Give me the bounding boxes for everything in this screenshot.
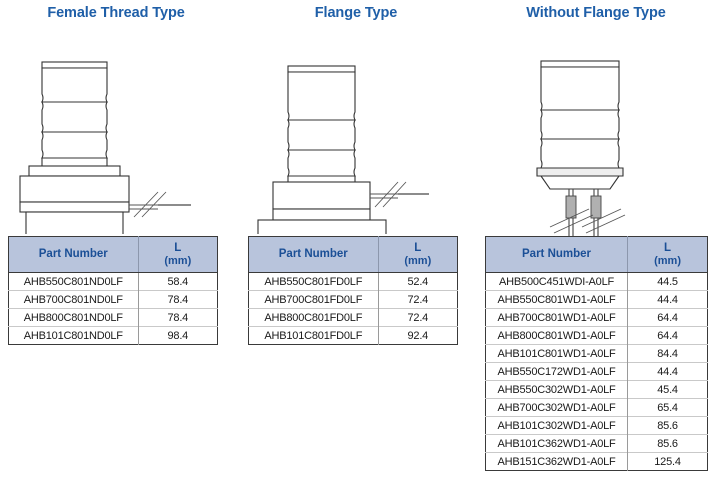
cell-part-number: AHB700C801ND0LF bbox=[8, 290, 139, 309]
cell-length: 45.4 bbox=[627, 380, 708, 399]
table-row: AHB101C801WD1-A0LF 84.4 bbox=[485, 344, 708, 363]
cell-part-number: AHB550C801WD1-A0LF bbox=[485, 290, 628, 309]
section-flange-type: Flange Type bbox=[240, 0, 472, 345]
table-row: AHB101C801ND0LF 98.4 bbox=[8, 326, 218, 345]
header-part-number: Part Number bbox=[8, 236, 139, 273]
cell-length: 58.4 bbox=[137, 272, 218, 291]
cell-part-number: AHB700C302WD1-A0LF bbox=[485, 398, 628, 417]
cell-length: 85.6 bbox=[627, 416, 708, 435]
column-title: Without Flange Type bbox=[526, 5, 666, 21]
table-header-row: Part Number L (mm) bbox=[485, 236, 708, 273]
cell-part-number: AHB550C801FD0LF bbox=[264, 275, 363, 288]
table-row: AHB550C302WD1-A0LF 45.4 bbox=[485, 380, 708, 399]
cell-length: 44.5 bbox=[627, 272, 708, 291]
table-row: AHB101C302WD1-A0LF 85.6 bbox=[485, 416, 708, 435]
table-row: AHB800C801ND0LF 78.4 bbox=[8, 308, 218, 327]
cell-part-number: AHB101C302WD1-A0LF bbox=[485, 416, 628, 435]
cell-length: 64.4 bbox=[627, 326, 708, 345]
cell-part-number: AHB101C801ND0LF bbox=[8, 326, 139, 345]
cell-length: 98.4 bbox=[137, 326, 218, 345]
table-row: AHB700C801WD1-A0LF 64.4 bbox=[485, 308, 708, 327]
table-row: AHB101C362WD1-A0LF 85.6 bbox=[485, 434, 708, 453]
cell-length: 44.4 bbox=[627, 362, 708, 381]
cell-part-number: AHB151C362WD1-A0LF bbox=[485, 452, 628, 471]
cell-part-number: AHB800C801FD0LF bbox=[248, 308, 379, 327]
section-female-thread-type: Female Thread Type bbox=[0, 0, 232, 345]
header-length-symbol: L bbox=[414, 241, 422, 254]
table-body: AHB550C801FD0LF 52.4 AHB700C801FD0LF 72.… bbox=[248, 272, 458, 345]
cell-part-number: AHB550C302WD1-A0LF bbox=[485, 380, 628, 399]
table-row: AHB550C801WD1-A0LF 44.4 bbox=[485, 290, 708, 309]
header-part-number: Part Number bbox=[248, 236, 379, 273]
cell-part-number: AHB800C801ND0LF bbox=[8, 308, 139, 327]
table-row: AHB550C801ND0LF 58.4 bbox=[9, 272, 218, 291]
table-row: AHB700C801ND0LF 78.4 bbox=[8, 290, 218, 309]
cell-length: 78.4 bbox=[137, 308, 218, 327]
parts-table-flange: Part Number L (mm) AHB550C801FD0LF 52.4 … bbox=[248, 236, 458, 345]
parts-table-without-flange: Part Number L (mm) AHB500C451WDI-A0LF 44… bbox=[485, 236, 708, 471]
header-length: L (mm) bbox=[377, 236, 458, 273]
cell-length: 84.4 bbox=[627, 344, 708, 363]
header-length-unit: (mm) bbox=[654, 254, 681, 267]
cell-length: 78.4 bbox=[137, 290, 218, 309]
cell-part-number: AHB550C801ND0LF bbox=[23, 275, 123, 288]
header-length-symbol: L bbox=[664, 241, 672, 254]
cell-length: 92.4 bbox=[377, 326, 458, 345]
header-length: L (mm) bbox=[137, 236, 218, 273]
cell-length: 85.6 bbox=[627, 434, 708, 453]
flange-type-diagram bbox=[240, 24, 472, 236]
table-row: AHB550C172WD1-A0LF 44.4 bbox=[485, 362, 708, 381]
table-row: AHB800C801WD1-A0LF 64.4 bbox=[485, 326, 708, 345]
table-row: AHB700C302WD1-A0LF 65.4 bbox=[485, 398, 708, 417]
cell-part-number: AHB500C451WDI-A0LF bbox=[499, 275, 615, 288]
section-without-flange-type: Without Flange Type bbox=[480, 0, 712, 471]
cell-part-number: AHB700C801FD0LF bbox=[248, 290, 379, 309]
cell-length: 125.4 bbox=[627, 452, 708, 471]
without-flange-type-diagram bbox=[480, 24, 712, 236]
cell-part-number: AHB700C801WD1-A0LF bbox=[485, 308, 628, 327]
header-length: L (mm) bbox=[627, 236, 708, 273]
table-row: AHB500C451WDI-A0LF 44.5 bbox=[486, 272, 708, 291]
cell-part-number: AHB101C362WD1-A0LF bbox=[485, 434, 628, 453]
header-length-unit: (mm) bbox=[404, 254, 432, 267]
column-title: Flange Type bbox=[314, 5, 398, 21]
cell-part-number: AHB101C801FD0LF bbox=[248, 326, 379, 345]
table-header-row: Part Number L (mm) bbox=[8, 236, 218, 273]
parts-table-female-thread: Part Number L (mm) AHB550C801ND0LF 58.4 … bbox=[8, 236, 218, 345]
cell-part-number: AHB800C801WD1-A0LF bbox=[485, 326, 628, 345]
table-body: AHB550C801ND0LF 58.4 AHB700C801ND0LF 78.… bbox=[8, 272, 218, 345]
cell-length: 65.4 bbox=[627, 398, 708, 417]
table-row: AHB700C801FD0LF 72.4 bbox=[248, 290, 458, 309]
header-length-unit: (mm) bbox=[164, 254, 192, 267]
column-title: Female Thread Type bbox=[47, 5, 185, 21]
table-body: AHB500C451WDI-A0LF 44.5 AHB550C801WD1-A0… bbox=[485, 272, 708, 471]
cell-length: 44.4 bbox=[627, 290, 708, 309]
cell-length: 72.4 bbox=[377, 308, 458, 327]
cell-length: 72.4 bbox=[377, 290, 458, 309]
female-thread-type-diagram bbox=[0, 24, 232, 236]
cell-length: 64.4 bbox=[627, 308, 708, 327]
cell-part-number: AHB101C801WD1-A0LF bbox=[485, 344, 628, 363]
table-row: AHB800C801FD0LF 72.4 bbox=[248, 308, 458, 327]
table-row: AHB101C801FD0LF 92.4 bbox=[248, 326, 458, 345]
header-length-symbol: L bbox=[174, 241, 182, 254]
table-row: AHB151C362WD1-A0LF 125.4 bbox=[485, 452, 708, 471]
cell-length: 52.4 bbox=[377, 272, 458, 291]
table-header-row: Part Number L (mm) bbox=[248, 236, 458, 273]
header-part-number: Part Number bbox=[485, 236, 628, 273]
table-row: AHB550C801FD0LF 52.4 bbox=[249, 272, 458, 291]
cell-part-number: AHB550C172WD1-A0LF bbox=[485, 362, 628, 381]
